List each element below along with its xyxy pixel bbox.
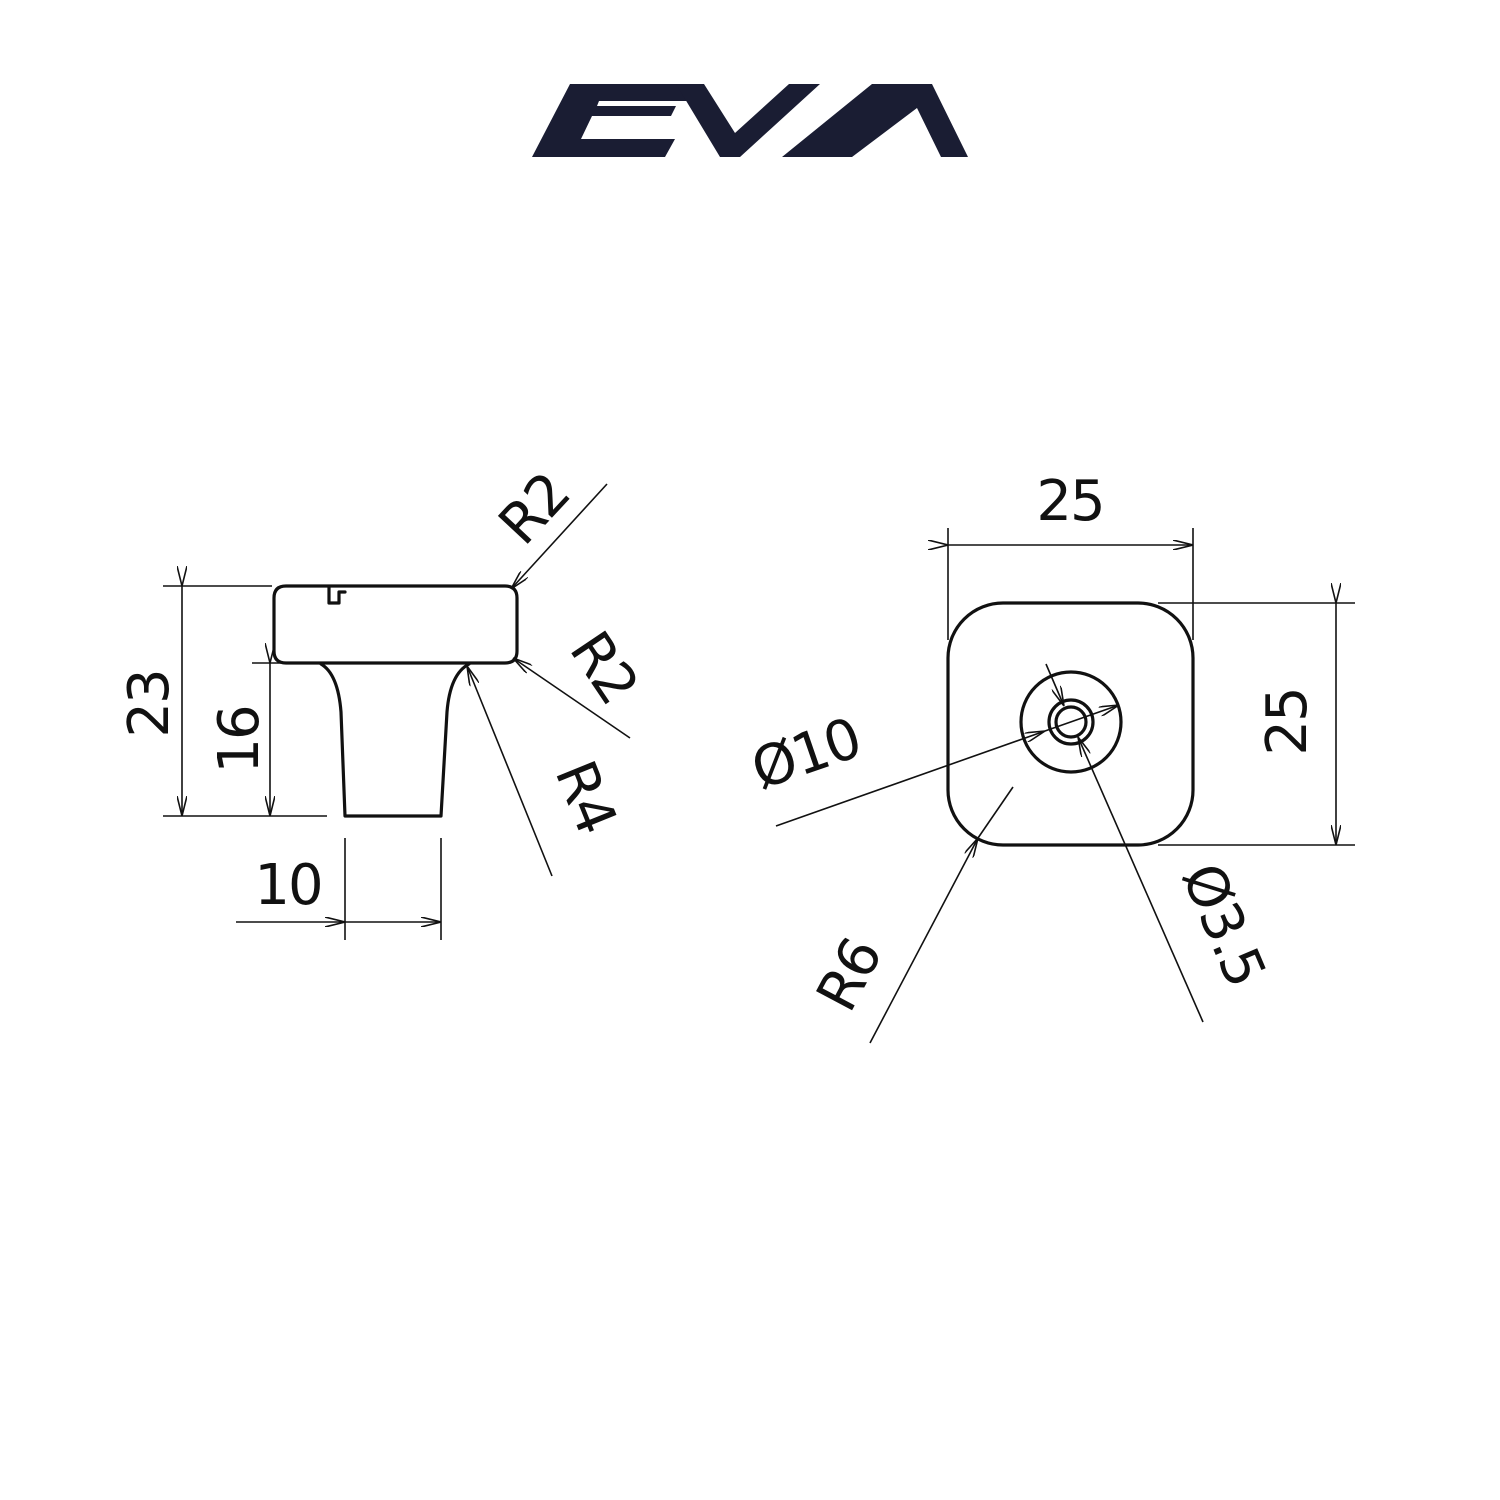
label-r2-bottom: R2 bbox=[557, 620, 650, 715]
label-height-stem: 16 bbox=[207, 706, 272, 773]
label-width: 25 bbox=[1036, 469, 1103, 534]
leader-hole-diameter bbox=[1045, 663, 1064, 706]
knob-slot bbox=[327, 585, 347, 605]
hole-outer-ring bbox=[1047, 698, 1095, 746]
label-r2-top: R2 bbox=[487, 461, 583, 557]
outer-circle bbox=[1019, 670, 1123, 774]
top-view: 25 25 Ø10 Ø3.5 R6 bbox=[744, 469, 1355, 1044]
eva-logo bbox=[532, 84, 968, 157]
leader-corner-radius bbox=[869, 838, 978, 1044]
label-corner-radius: R6 bbox=[804, 929, 895, 1022]
leader-outer-diameter bbox=[775, 731, 1045, 827]
label-height-total: 23 bbox=[117, 670, 182, 737]
logo-letter-a bbox=[782, 84, 968, 157]
leader-r2-top bbox=[511, 483, 608, 589]
knob-stem-outline bbox=[319, 662, 471, 818]
leader-corner-radius-inner bbox=[977, 786, 1014, 839]
logo-letter-v bbox=[676, 84, 820, 157]
knob-head-outline bbox=[272, 584, 519, 665]
logo-letter-e bbox=[532, 84, 700, 157]
hole-inner-ring bbox=[1054, 705, 1088, 739]
leader-r4 bbox=[467, 666, 553, 877]
knob-square-outline bbox=[946, 601, 1195, 847]
leader-r2-bottom bbox=[513, 658, 631, 739]
dim-line-hole-diameter bbox=[1078, 737, 1204, 1023]
label-outer-diameter: Ø10 bbox=[744, 706, 869, 803]
label-height: 25 bbox=[1255, 688, 1320, 755]
label-r4: R4 bbox=[542, 752, 629, 842]
side-view: 23 16 10 R2 R2 R4 bbox=[117, 461, 650, 940]
label-hole-diameter: Ø3.5 bbox=[1169, 854, 1278, 995]
dim-line-outer-diameter bbox=[1044, 705, 1119, 732]
label-width-stem: 10 bbox=[254, 853, 321, 918]
